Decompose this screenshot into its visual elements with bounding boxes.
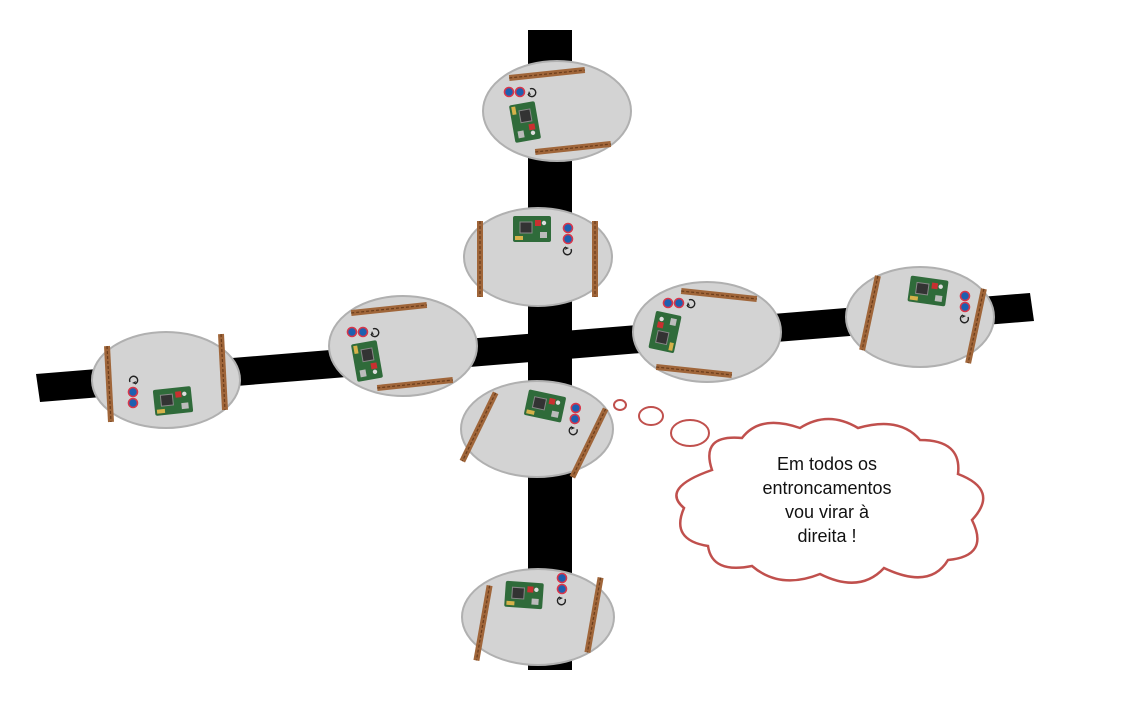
robot-icon <box>632 281 782 383</box>
robot-icon <box>459 380 614 480</box>
robot-icon <box>463 207 613 307</box>
thought-bubble-line: direita ! <box>797 526 857 546</box>
robot-icon <box>482 60 632 162</box>
thought-bubble-text: Em todos os entroncamentos vou virar à d… <box>722 452 932 548</box>
thought-bubble-line: entroncamentos <box>762 478 892 498</box>
thought-bubble-line: Em todos os <box>776 454 878 474</box>
robot-icon <box>91 331 241 429</box>
track-horizontal <box>36 293 1034 402</box>
robot-icon <box>461 568 615 666</box>
thought-cloud-icon <box>613 399 985 584</box>
robot-icon <box>845 266 995 368</box>
robot-icon <box>328 295 478 397</box>
thought-bubble-line: vou virar à <box>784 502 870 522</box>
